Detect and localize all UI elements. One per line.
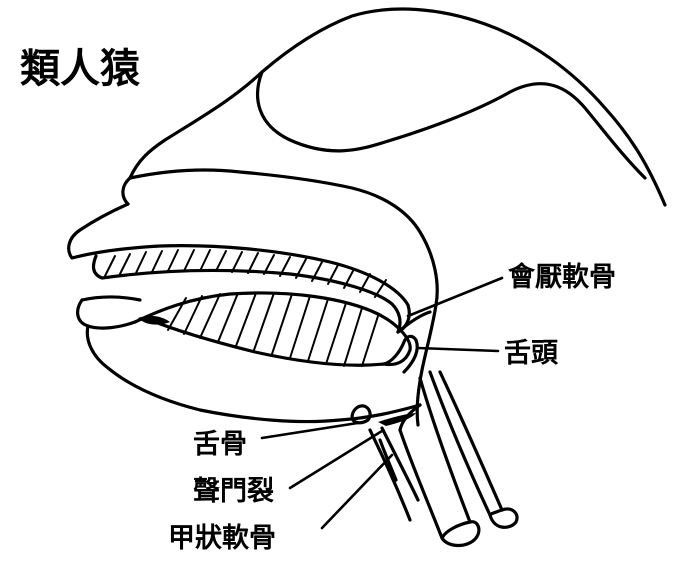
tongue bbox=[133, 291, 412, 367]
label-epiglottis: 會厭軟骨 bbox=[508, 261, 616, 293]
leader-glottis bbox=[288, 429, 384, 490]
label-hyoid: 舌骨 bbox=[193, 429, 247, 460]
leader-tongue bbox=[416, 346, 500, 353]
larynx-and-tubes bbox=[350, 370, 519, 548]
leader-hyoid bbox=[260, 420, 366, 440]
label-glottis: 聲門裂 bbox=[193, 476, 274, 507]
diagram-title: 類人猿 bbox=[20, 46, 141, 92]
skull-outline bbox=[121, 7, 667, 307]
label-tongue: 舌頭 bbox=[504, 338, 559, 369]
leader-epiglottis bbox=[406, 276, 504, 318]
upper-jaw bbox=[67, 202, 411, 334]
leader-lines bbox=[260, 276, 504, 530]
label-thyroid-cartilage: 甲狀軟骨 bbox=[168, 523, 276, 554]
lower-jaw bbox=[76, 295, 422, 424]
upper-teeth-hatching bbox=[104, 249, 387, 298]
leader-thyroid bbox=[320, 453, 394, 530]
